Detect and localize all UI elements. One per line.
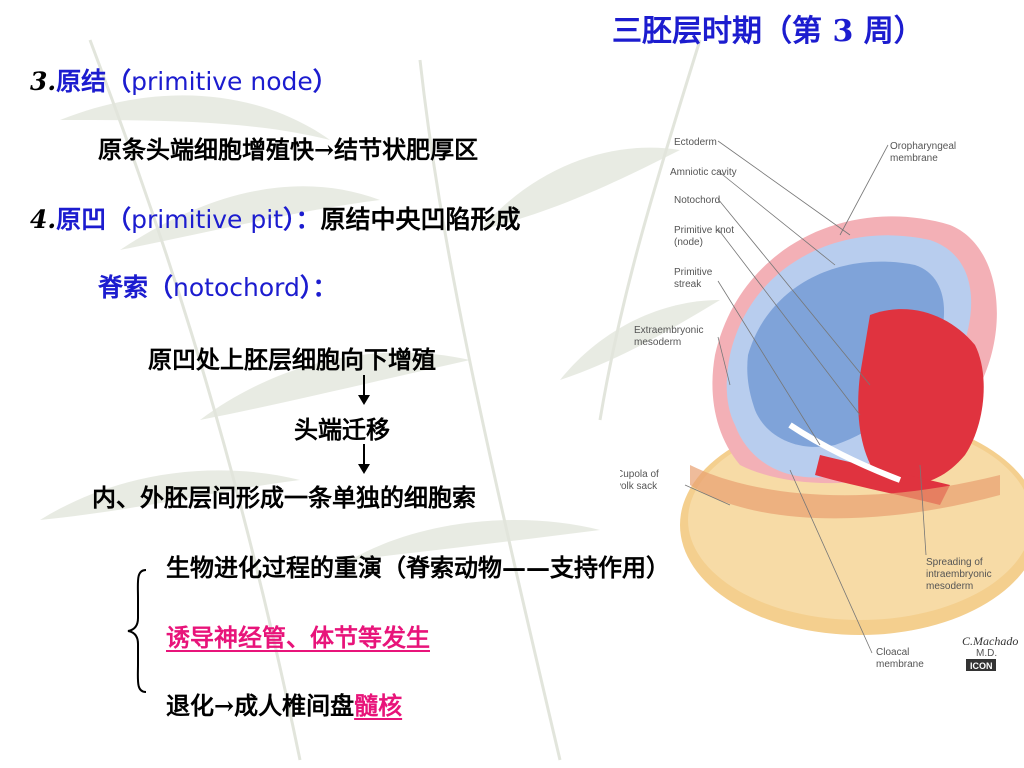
regression-mid: 成人椎间盘	[234, 691, 355, 720]
item-primitive-pit: 4.原凹（primitive pit）：原结中央凹陷形成	[30, 200, 521, 236]
right-arrow-icon: →	[214, 691, 235, 720]
desc-rest: 结节状肥厚区	[334, 135, 479, 164]
label-spreading: Spreading of	[926, 557, 983, 568]
artist-initials: M.D.	[976, 648, 997, 659]
label-notochord: Notochord	[674, 195, 720, 206]
label-cloacal: Cloacal	[876, 647, 909, 658]
notochord-close: ）：	[299, 273, 338, 302]
flow-step-3: 内、外胚层间形成一条单独的细胞索	[92, 483, 476, 512]
item-description: 原结中央凹陷形成	[320, 205, 521, 234]
down-arrow-icon	[358, 395, 370, 405]
down-arrow-1-shaft	[363, 375, 365, 397]
flow-step-1: 原凹处上胚层细胞向下增殖	[148, 345, 436, 374]
branch-evolution: 生物进化过程的重演（脊索动物——支持作用）	[166, 553, 670, 582]
label-oropharyngeal-membrane: membrane	[890, 153, 938, 164]
artist-signature: C.Machado	[962, 634, 1018, 648]
notochord-label: 脊索（	[98, 273, 174, 302]
primitive-node-description: 原条头端细胞增殖快→结节状肥厚区	[98, 130, 478, 165]
notochord-english: notochord	[173, 273, 300, 302]
label-cloacal-membrane: membrane	[876, 659, 924, 670]
desc-text: 原条头端细胞增殖快	[98, 135, 314, 164]
item-english: primitive pit	[131, 205, 284, 234]
label-streak: streak	[674, 279, 702, 290]
label-spreading-mesoderm: mesoderm	[926, 581, 973, 592]
label-extraembryonic-mesoderm: mesoderm	[634, 337, 681, 348]
left-brace-icon	[127, 569, 147, 693]
down-arrow-icon	[358, 464, 370, 474]
label-extraembryonic: Extraembryonic	[634, 325, 703, 336]
label-ectoderm: Ectoderm	[674, 137, 717, 148]
label-primitive: Primitive	[674, 267, 713, 278]
label-primitive-knot: Primitive knot	[674, 225, 734, 236]
item-label: 原凹（	[56, 205, 132, 234]
flow-step-2: 头端迁移	[294, 415, 390, 444]
branch-induction: 诱导神经管、体节等发生	[166, 623, 430, 652]
right-arrow-icon: →	[314, 135, 335, 164]
label-intraembryonic: intraembryonic	[926, 569, 992, 580]
icon-logo	[966, 659, 996, 671]
branch-regression: 退化→成人椎间盘髓核	[166, 686, 402, 721]
slide-title: 三胚层时期（第 3 周）	[612, 6, 924, 50]
label-oropharyngeal: Oropharyngeal	[890, 141, 956, 152]
item-primitive-node: 3.原结（primitive node）	[30, 62, 338, 98]
item-close: ）	[312, 67, 338, 96]
icon-logo-text: ICON	[970, 661, 993, 671]
label-yolk-sack: yolk sack	[620, 481, 658, 492]
regression-prefix: 退化	[166, 691, 214, 720]
item-label: 原结（	[56, 67, 132, 96]
item-english: primitive node	[131, 67, 313, 96]
item-number: 3.	[30, 67, 57, 96]
nucleus-pulposus-highlight: 髓核	[354, 691, 403, 720]
label-node: (node)	[674, 237, 703, 248]
item-number: 4.	[30, 205, 57, 234]
embryo-illustration: Ectoderm Amniotic cavity Notochord Primi…	[620, 137, 1024, 671]
slide-title-text: 三胚层时期（第 3 周）	[612, 14, 924, 49]
item-close: ）：	[283, 205, 321, 234]
label-cupola: Cupola of	[620, 469, 659, 480]
label-amniotic-cavity: Amniotic cavity	[670, 167, 737, 178]
notochord-heading: 脊索（notochord）：	[98, 268, 337, 304]
down-arrow-2-shaft	[363, 444, 365, 466]
